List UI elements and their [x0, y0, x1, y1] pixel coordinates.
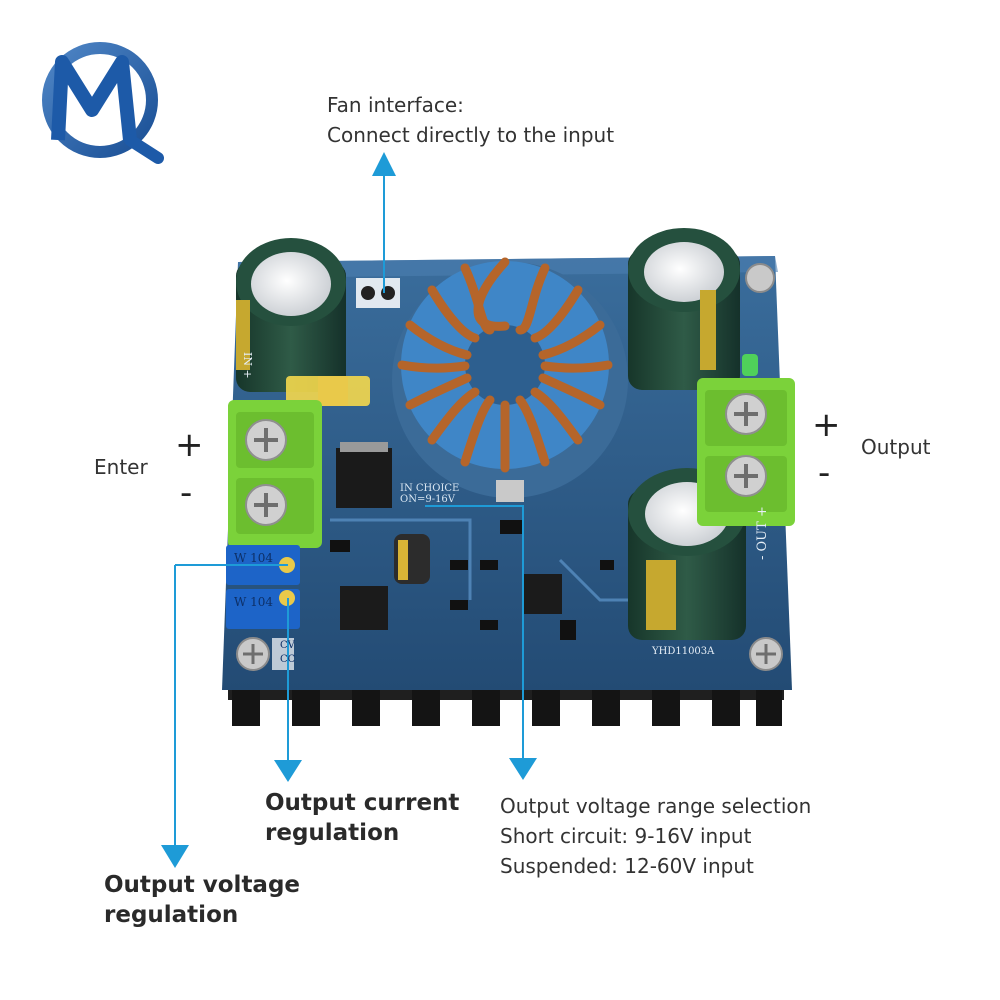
capacitor-top-right [628, 228, 740, 390]
enter-label: Enter [94, 455, 148, 479]
output-current-title-2: regulation [265, 820, 400, 846]
brand-logo [42, 42, 164, 164]
out-silk: - OUT + [755, 506, 770, 560]
ic-right [522, 574, 562, 614]
output-voltage-title-2: regulation [104, 902, 239, 928]
pot-label-1: W 104 [234, 551, 273, 565]
pot-label-2: W 104 [234, 595, 273, 609]
output-terminal-block [697, 378, 795, 526]
in-silk: IN + [241, 352, 254, 379]
output-voltage-title: Output voltage [104, 872, 301, 898]
input-terminal-block [228, 400, 322, 548]
fan-interface-title: Fan interface: [327, 93, 464, 117]
annotation-arrowheads [161, 152, 537, 868]
fan-connector [356, 278, 400, 308]
board-model: YHD11003A [651, 646, 715, 657]
annotation-lines [174, 170, 524, 848]
range-selection-title: Output voltage range selection [500, 794, 812, 818]
fuse [286, 376, 370, 406]
jumper-silk-1: IN CHOICE [400, 483, 459, 494]
capacitor-top-left [236, 238, 346, 392]
ic-left [340, 586, 388, 630]
output-label: Output [861, 435, 931, 459]
smd-components [330, 520, 614, 640]
range-jumper-pads [496, 480, 524, 502]
input-minus-sign: - [180, 473, 193, 513]
range-short-circuit: Short circuit: 9-16V input [500, 824, 752, 848]
output-plus-sign: + [812, 405, 841, 445]
output-minus-sign: - [818, 453, 831, 493]
input-plus-sign: + [175, 425, 204, 465]
mosfet [336, 448, 392, 508]
fan-interface-desc: Connect directly to the input [327, 123, 615, 147]
cv-silk: CV [280, 640, 296, 651]
cc-silk: CC [280, 654, 296, 665]
output-current-title: Output current [265, 790, 460, 816]
mosfet-tab [340, 442, 388, 452]
range-suspended: Suspended: 12-60V input [500, 854, 754, 878]
toroid-inductor [397, 257, 613, 473]
jumper-silk-2: ON=9-16V [400, 494, 456, 505]
small-capacitor [394, 534, 430, 584]
status-led [742, 354, 758, 376]
